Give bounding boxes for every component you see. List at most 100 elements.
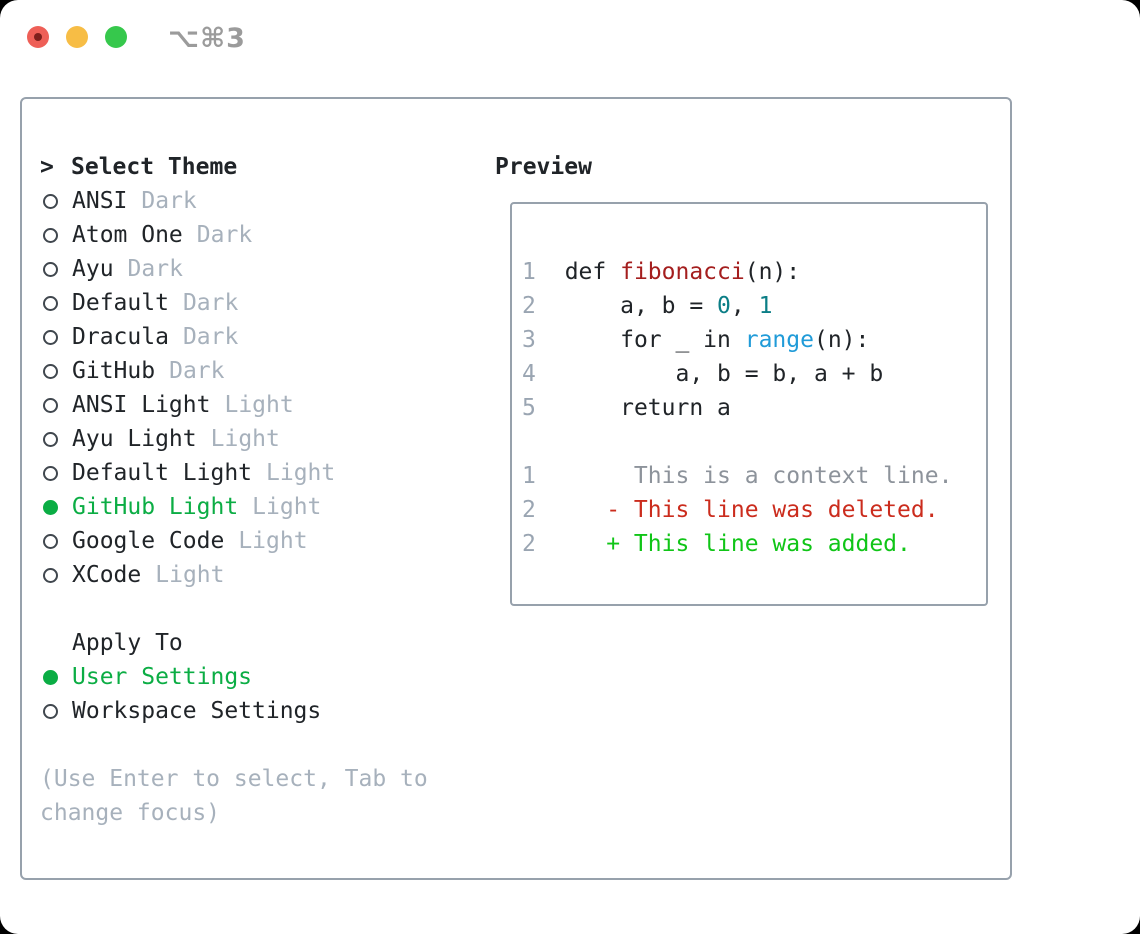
theme-variant: Dark bbox=[141, 188, 197, 214]
code-token: return a bbox=[564, 395, 731, 421]
theme-option-github[interactable]: GitHub Dark bbox=[40, 354, 472, 388]
code-token: 1 bbox=[758, 293, 773, 319]
theme-name: Default bbox=[72, 290, 169, 316]
radio-selected-icon bbox=[43, 499, 58, 515]
code-token: , bbox=[730, 293, 759, 319]
apply-option-workspace-settings[interactable]: Workspace Settings bbox=[40, 694, 472, 728]
code-line: 2 a, b = 0, 1 bbox=[522, 289, 986, 323]
theme-name: Default Light bbox=[72, 460, 253, 486]
theme-variant: Light bbox=[224, 392, 294, 418]
spacer bbox=[40, 592, 472, 626]
theme-variant: Light bbox=[210, 426, 280, 452]
theme-name: GitHub bbox=[72, 358, 156, 384]
apply-option-label: User Settings bbox=[72, 664, 253, 690]
radio-icon bbox=[43, 261, 58, 277]
theme-variant: Dark bbox=[196, 222, 253, 248]
line-number: 4 bbox=[522, 361, 536, 387]
line-number: 3 bbox=[522, 327, 536, 353]
code-token: def bbox=[564, 259, 621, 285]
code-token: for _ in bbox=[564, 327, 745, 353]
theme-option-google-code[interactable]: Google Code Light bbox=[40, 524, 472, 558]
theme-variant: Dark bbox=[182, 290, 239, 316]
radio-icon bbox=[43, 193, 58, 209]
radio-icon bbox=[43, 533, 58, 549]
radio-icon bbox=[43, 329, 58, 345]
theme-variant: Dark bbox=[127, 256, 183, 282]
diff-text: + This line was added. bbox=[537, 531, 911, 557]
line-number: 1 bbox=[522, 463, 536, 489]
line-number: 2 bbox=[522, 531, 536, 557]
minimize-button[interactable] bbox=[66, 26, 88, 48]
diff-text: - This line was deleted. bbox=[537, 497, 939, 523]
line-number: 5 bbox=[522, 395, 536, 421]
code-line: 3 for _ in range(n): bbox=[522, 323, 986, 357]
code-token: 0 bbox=[717, 293, 731, 319]
indent-gap bbox=[537, 395, 565, 421]
diff-line-deleted: 2 - This line was deleted. bbox=[522, 493, 986, 527]
diff-line-added: 2 + This line was added. bbox=[522, 527, 986, 561]
close-button[interactable] bbox=[27, 26, 49, 48]
radio-icon bbox=[43, 703, 58, 719]
code-line: 4 a, b = b, a + b bbox=[522, 357, 986, 391]
theme-variant: Light bbox=[252, 494, 322, 520]
theme-option-xcode[interactable]: XCode Light bbox=[40, 558, 472, 592]
code-token: range bbox=[744, 327, 814, 353]
line-number: 2 bbox=[522, 497, 536, 523]
theme-option-default[interactable]: Default Dark bbox=[40, 286, 472, 320]
theme-name: XCode bbox=[72, 562, 142, 588]
theme-option-ayu-light[interactable]: Ayu Light Light bbox=[40, 422, 472, 456]
theme-option-ansi-light[interactable]: ANSI Light Light bbox=[40, 388, 472, 422]
code-line: 1 def fibonacci(n): bbox=[522, 255, 986, 289]
theme-option-dracula[interactable]: Dracula Dark bbox=[40, 320, 472, 354]
radio-icon bbox=[43, 295, 58, 311]
radio-icon bbox=[43, 567, 58, 583]
zoom-button[interactable] bbox=[105, 26, 127, 48]
code-token: fibonacci bbox=[620, 259, 745, 285]
theme-name: ANSI Light bbox=[72, 392, 211, 418]
indent-gap bbox=[537, 361, 565, 387]
line-number: 2 bbox=[522, 293, 536, 319]
window-shortcut-label: ⌥⌘3 bbox=[168, 23, 246, 54]
theme-name: ANSI bbox=[72, 188, 128, 214]
preview-title: Preview bbox=[495, 154, 592, 180]
theme-name: Ayu Light bbox=[72, 426, 197, 452]
apply-option-label: Workspace Settings bbox=[72, 698, 322, 724]
code-token: a, b = b, a + b bbox=[564, 361, 884, 387]
help-text: (Use Enter to select, Tab to change focu… bbox=[40, 766, 428, 826]
select-theme-title: Select Theme bbox=[71, 154, 238, 180]
apply-to-title: Apply To bbox=[72, 630, 183, 656]
apply-to-header: Apply To bbox=[40, 626, 472, 660]
spacer bbox=[522, 425, 986, 459]
radio-icon bbox=[43, 431, 58, 447]
theme-option-default-light[interactable]: Default Light Light bbox=[40, 456, 472, 490]
radio-icon bbox=[43, 397, 58, 413]
theme-name: Dracula bbox=[72, 324, 169, 350]
indent-gap bbox=[537, 259, 565, 285]
line-number: 1 bbox=[522, 259, 536, 285]
indent-gap bbox=[537, 293, 565, 319]
select-theme-header: > Select Theme bbox=[40, 150, 472, 184]
code-line: 5 return a bbox=[522, 391, 986, 425]
apply-option-user-settings[interactable]: User Settings bbox=[40, 660, 472, 694]
theme-variant: Light bbox=[266, 460, 336, 486]
diff-block: 1 This is a context line.2 - This line w… bbox=[522, 459, 986, 561]
theme-variant: Dark bbox=[169, 358, 225, 384]
theme-variant: Light bbox=[155, 562, 225, 588]
diff-text: This is a context line. bbox=[537, 463, 953, 489]
theme-option-ansi[interactable]: ANSI Dark bbox=[40, 184, 472, 218]
theme-variant: Light bbox=[238, 528, 308, 554]
radio-selected-icon bbox=[43, 669, 58, 685]
code-token: (n): bbox=[813, 327, 870, 353]
theme-variant: Dark bbox=[182, 324, 239, 350]
radio-icon bbox=[43, 227, 58, 243]
theme-name: Google Code bbox=[72, 528, 225, 554]
radio-icon bbox=[43, 363, 58, 379]
